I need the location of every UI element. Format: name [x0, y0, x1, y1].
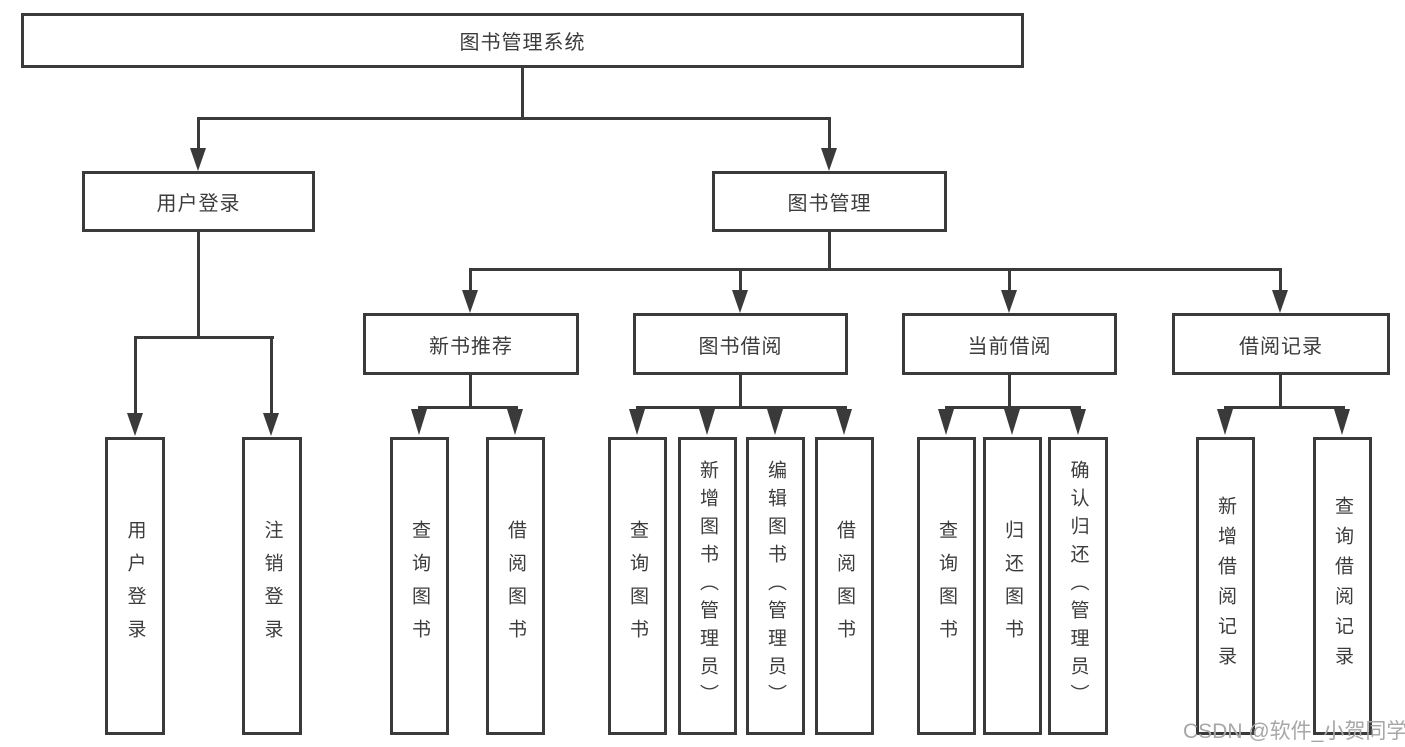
connector-hline — [945, 406, 1081, 409]
connector-vline — [1279, 375, 1282, 409]
connector-hline — [1224, 406, 1345, 409]
leaf-query-books-current-label: 查询图书 — [936, 520, 957, 652]
connector-hline — [134, 336, 274, 339]
arrowhead-down-icon — [411, 409, 427, 435]
connector-vline — [1279, 268, 1282, 292]
connector-hline — [418, 406, 518, 409]
leaf-confirm-return-admin: 确认归还（管理员） — [1048, 437, 1108, 735]
leaf-return-book-label: 归还图书 — [1002, 520, 1023, 652]
leaf-borrow-books-recommend: 借阅图书 — [486, 437, 545, 735]
node-new-book-recommend-label: 新书推荐 — [429, 335, 513, 358]
connector-vline — [521, 68, 524, 118]
arrowhead-down-icon — [699, 409, 715, 435]
node-root-label: 图书管理系统 — [459, 32, 586, 54]
leaf-query-books-borrow-label: 查询图书 — [627, 520, 648, 652]
arrowhead-down-icon — [507, 409, 523, 435]
arrowhead-down-icon — [767, 409, 783, 435]
node-borrow-records: 借阅记录 — [1172, 313, 1390, 375]
node-current-borrow: 当前借阅 — [902, 313, 1117, 375]
leaf-query-books-current: 查询图书 — [917, 437, 976, 735]
leaf-edit-book-admin: 编辑图书（管理员） — [746, 437, 805, 735]
arrowhead-down-icon — [127, 413, 143, 436]
connector-vline — [1008, 268, 1011, 292]
node-user-login: 用户登录 — [82, 171, 315, 232]
leaf-query-books-recommend-label: 查询图书 — [409, 520, 430, 652]
node-book-borrow: 图书借阅 — [633, 313, 848, 375]
arrowhead-down-icon — [263, 413, 279, 436]
node-book-management: 图书管理 — [712, 171, 947, 232]
leaf-user-login-label: 用户登录 — [124, 520, 146, 652]
leaf-add-book-admin-label: 新增图书（管理员） — [697, 460, 718, 712]
connector-vline — [828, 117, 831, 150]
leaf-add-borrow-record-label: 新增借阅记录 — [1215, 496, 1236, 676]
connector-vline — [134, 336, 137, 415]
connector-vline — [739, 268, 742, 292]
leaf-confirm-return-admin-label: 确认归还（管理员） — [1067, 460, 1089, 712]
connector-vline — [197, 232, 200, 338]
arrowhead-down-icon — [821, 148, 837, 171]
connector-vline — [1008, 375, 1011, 409]
leaf-query-borrow-record: 查询借阅记录 — [1313, 437, 1372, 735]
connector-hline — [636, 406, 847, 409]
node-book-management-label: 图书管理 — [787, 193, 872, 215]
arrowhead-down-icon — [732, 290, 748, 313]
arrowhead-down-icon — [190, 148, 206, 171]
connector-vline — [469, 375, 472, 409]
arrowhead-down-icon — [836, 409, 852, 435]
node-new-book-recommend: 新书推荐 — [363, 313, 579, 375]
leaf-borrow-books-recommend-label: 借阅图书 — [505, 520, 526, 652]
leaf-query-books-borrow: 查询图书 — [608, 437, 667, 735]
node-book-borrow-label: 图书借阅 — [698, 335, 783, 358]
leaf-add-borrow-record: 新增借阅记录 — [1196, 437, 1255, 735]
connector-hline — [197, 117, 831, 120]
connector-vline — [197, 117, 200, 150]
connector-hline — [469, 268, 1282, 271]
arrowhead-down-icon — [1001, 290, 1017, 313]
connector-vline — [270, 336, 273, 415]
arrowhead-down-icon — [1004, 409, 1020, 435]
arrowhead-down-icon — [1334, 409, 1350, 435]
node-borrow-records-label: 借阅记录 — [1239, 335, 1323, 358]
node-root: 图书管理系统 — [21, 13, 1024, 68]
arrowhead-down-icon — [629, 409, 645, 435]
leaf-borrow-books: 借阅图书 — [815, 437, 874, 735]
leaf-query-borrow-record-label: 查询借阅记录 — [1332, 496, 1353, 676]
connector-vline — [828, 232, 831, 271]
arrowhead-down-icon — [938, 409, 954, 435]
connector-vline — [739, 375, 742, 409]
arrowhead-down-icon — [1070, 409, 1086, 435]
arrowhead-down-icon — [1217, 409, 1233, 435]
leaf-logout: 注销登录 — [242, 437, 302, 735]
leaf-add-book-admin: 新增图书（管理员） — [678, 437, 737, 735]
connector-vline — [469, 268, 472, 292]
arrowhead-down-icon — [462, 290, 478, 313]
node-current-borrow-label: 当前借阅 — [967, 335, 1052, 358]
leaf-logout-label: 注销登录 — [261, 520, 283, 652]
leaf-edit-book-admin-label: 编辑图书（管理员） — [765, 460, 786, 712]
leaf-borrow-books-label: 借阅图书 — [834, 520, 855, 652]
arrowhead-down-icon — [1272, 290, 1288, 313]
node-user-login-label: 用户登录 — [156, 193, 241, 215]
watermark: CSDN @软件_小贺同学 — [1183, 720, 1405, 743]
leaf-return-book: 归还图书 — [983, 437, 1042, 735]
leaf-user-login: 用户登录 — [105, 437, 165, 735]
leaf-query-books-recommend: 查询图书 — [390, 437, 449, 735]
